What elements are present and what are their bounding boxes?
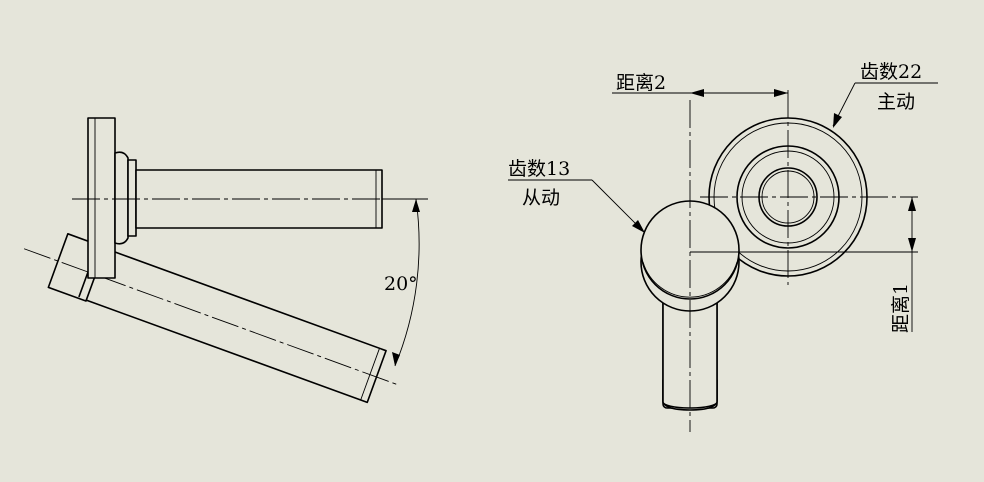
angled-shaft xyxy=(23,233,401,404)
angle-dimension: 20° xyxy=(382,198,424,367)
distance-2-dimension: 距离2 xyxy=(612,72,788,97)
flanged-shaft xyxy=(72,117,430,279)
distance-2-label: 距离2 xyxy=(616,72,666,94)
driving-gear-callout: 齿数22 主动 xyxy=(832,61,938,128)
distance-1-dimension: 距离1 xyxy=(890,197,916,333)
driving-gear xyxy=(700,90,918,285)
driven-gear-role-label: 从动 xyxy=(522,187,560,209)
right-view: 距离2 距离1 齿数22 主动 齿数13 从动 xyxy=(508,61,938,432)
driving-gear-teeth-label: 齿数22 xyxy=(860,61,922,83)
driving-gear-role-label: 主动 xyxy=(877,91,915,113)
driven-gear-teeth-label: 齿数13 xyxy=(508,158,570,180)
angle-label: 20° xyxy=(384,273,418,295)
left-view: 20° xyxy=(23,117,430,404)
driven-gear-callout: 齿数13 从动 xyxy=(508,158,645,233)
driven-gear xyxy=(640,100,918,432)
distance-1-label: 距离1 xyxy=(890,283,912,333)
